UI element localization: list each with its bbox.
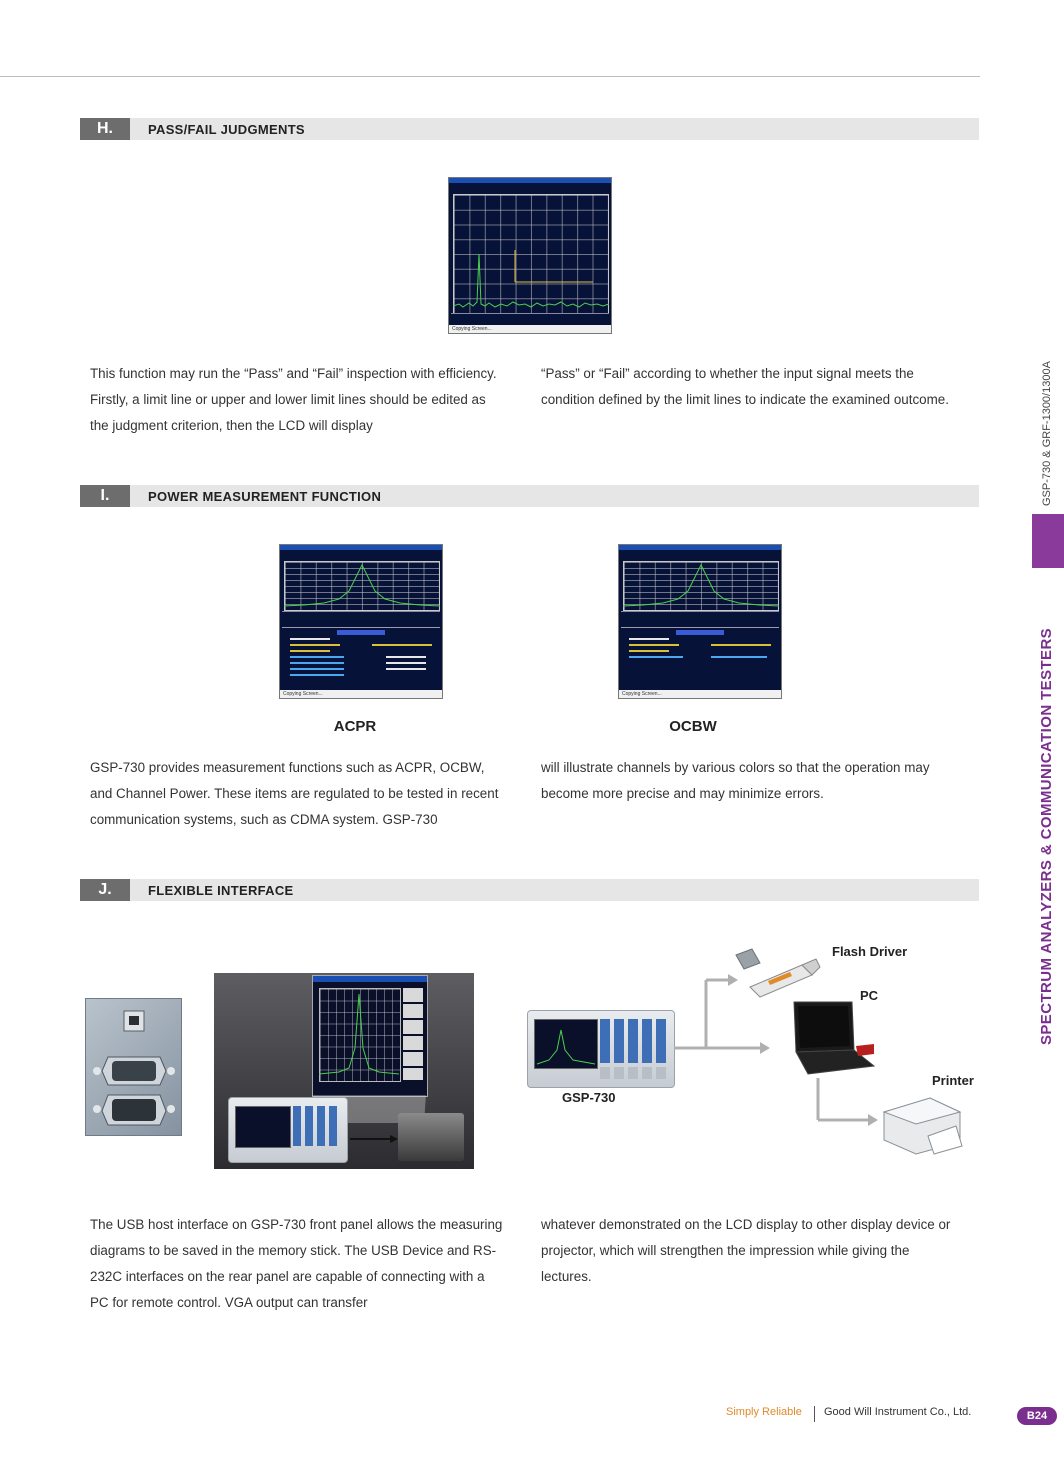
section-title: FLEXIBLE INTERFACE	[148, 883, 294, 898]
flash-driver-label: Flash Driver	[832, 944, 908, 959]
acpr-caption: ACPR	[333, 718, 377, 735]
screen-status-text: Copying Screen...	[283, 691, 323, 697]
section-letter: J.	[80, 879, 130, 901]
footer-brand: Simply Reliable	[726, 1406, 802, 1418]
page-number-badge: B24	[1017, 1407, 1057, 1425]
gsp730-device-image	[527, 1010, 675, 1088]
printer-arrow-icon	[816, 1078, 878, 1126]
section-title: PASS/FAIL JUDGMENTS	[148, 122, 305, 137]
acpr-trace-icon	[284, 563, 440, 607]
screen-status-text: Copying Screen...	[452, 326, 492, 332]
spectrum-trace-icon	[453, 250, 609, 308]
printer-icon	[882, 1097, 963, 1155]
laptop-pc-icon	[793, 1001, 876, 1075]
pass-fail-text-right: “Pass” or “Fail” according to whether th…	[541, 366, 949, 407]
section-title: POWER MEASUREMENT FUNCTION	[148, 489, 382, 504]
vga-projection-image	[214, 973, 474, 1169]
top-rule	[0, 76, 980, 77]
section-letter: I.	[80, 485, 130, 507]
section-header-j: J. FLEXIBLE INTERFACE	[80, 879, 979, 901]
ocbw-screen-image: Copying Screen...	[618, 544, 782, 699]
screen-status-text: Copying Screen...	[622, 691, 662, 697]
section-letter: H.	[80, 118, 130, 140]
section-header-i: I. POWER MEASUREMENT FUNCTION	[80, 485, 979, 507]
ocbw-trace-icon	[623, 563, 779, 607]
side-category-label: SPECTRUM ANALYZERS & COMMUNICATION TESTE…	[1038, 627, 1055, 1045]
interface-text-right: whatever demonstrated on the LCD display…	[541, 1217, 951, 1284]
pass-fail-text-left: This function may run the “Pass” and “Fa…	[90, 366, 497, 433]
connection-arrows-icon	[674, 974, 770, 1054]
footer-separator	[814, 1406, 815, 1422]
power-text-left: GSP-730 provides measurement functions s…	[90, 760, 499, 827]
rear-connector-panel-image	[85, 998, 182, 1136]
pc-label: PC	[860, 988, 879, 1003]
interface-text-left: The USB host interface on GSP-730 front …	[90, 1217, 503, 1310]
acpr-screen-image: Copying Screen...	[279, 544, 443, 699]
flash-drive-icon	[735, 948, 821, 998]
device-label: GSP-730	[562, 1090, 616, 1105]
side-category-tab	[1032, 514, 1064, 568]
footer-company: Good Will Instrument Co., Ltd.	[824, 1406, 972, 1418]
section-header-h: H. PASS/FAIL JUDGMENTS	[80, 118, 979, 140]
ocbw-caption: OCBW	[669, 718, 717, 735]
power-text-right: will illustrate channels by various colo…	[541, 760, 930, 801]
pass-fail-screen-image: Copying Screen...	[448, 177, 612, 334]
side-model-label: GSP-730 & GRF-1300/1300A	[1041, 361, 1053, 506]
printer-label: Printer	[932, 1073, 974, 1088]
